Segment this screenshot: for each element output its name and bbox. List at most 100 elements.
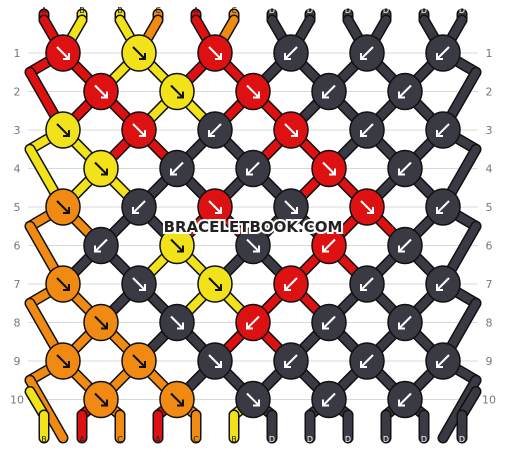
arrow-icon [56,200,70,214]
arrow-head-icon [322,322,329,330]
knot [197,111,233,149]
knot [387,380,423,419]
bottom-string-label: D [421,435,427,444]
top-string-label: A [193,6,199,15]
arrow-head-icon [329,168,336,176]
row-number-left: 1 [14,47,21,60]
arrow-icon [208,354,222,368]
bottom-string-label: C [193,435,199,444]
knot [425,342,461,380]
arrow-head-icon [170,168,177,176]
knot [425,265,461,303]
arrow-head-icon [284,53,291,60]
arrow-head-icon [208,130,215,137]
arrow-head-icon [322,245,329,253]
arrow-icon [208,200,222,214]
row-number-right: 9 [486,355,493,368]
arrow-icon [170,161,184,176]
bottom-string-label: A [79,435,85,444]
arrow-head-icon [398,245,405,253]
arrow-icon [94,84,108,99]
arrow-icon [398,84,412,99]
knot [197,34,233,72]
knot [159,380,195,419]
knot [197,265,233,303]
arrow-head-icon [291,130,298,137]
knot [425,34,461,72]
arrow-head-icon [291,207,298,214]
arrow-icon [132,277,146,291]
arrow-icon [322,392,336,407]
knot [83,72,119,111]
arrow-head-icon [177,322,184,330]
knot [273,265,309,303]
arrow-icon [360,123,374,137]
bottom-string-label: D [383,435,389,444]
knot [83,226,119,265]
arrow-icon [94,238,108,253]
arrow-icon [170,315,184,330]
top-string-label: D [269,6,275,15]
row-number-right: 1 [486,47,493,60]
arrow-icon [208,123,222,137]
arrow-head-icon [253,245,260,253]
arrow-head-icon [284,361,291,368]
bottom-string-label: D [307,435,313,444]
arrow-icon [436,46,450,60]
arrow-icon [322,315,336,330]
knot [235,380,271,419]
knot [349,265,385,303]
arrow-icon [56,123,70,137]
bottom-string-label: B [231,435,237,444]
arrow-icon [56,46,70,60]
arrow-head-icon [63,361,70,368]
knot [387,226,423,265]
arrow-head-icon [246,168,253,176]
knot-grid [45,34,461,419]
arrow-head-icon [215,207,222,214]
arrow-icon [360,277,374,291]
arrow-head-icon [436,361,443,368]
arrow-icon [246,84,260,99]
row-number-left: 9 [14,355,21,368]
arrow-icon [246,161,260,176]
knot [387,72,423,111]
knot [273,111,309,149]
arrow-head-icon [63,53,70,60]
knot [121,188,157,226]
knot [83,380,119,419]
arrow-icon [132,123,146,137]
knot [349,34,385,72]
top-string-label: C [231,6,237,15]
knot [121,34,157,72]
row-number-left: 7 [14,278,21,291]
top-string-label: C [155,6,161,15]
knot [273,34,309,72]
arrow-head-icon [101,399,108,407]
knot [235,226,271,265]
arrow-head-icon [253,399,260,407]
arrow-head-icon [63,130,70,137]
arrow-head-icon [177,91,184,99]
top-string-label: D [459,6,465,15]
arrow-head-icon [139,361,146,368]
knot [311,149,347,188]
row-number-left: 10 [10,394,24,407]
arrow-head-icon [360,130,367,137]
top-string-label: B [79,6,85,15]
row-number-left: 8 [14,317,21,330]
arrow-icon [246,238,260,253]
arrow-head-icon [253,91,260,99]
arrow-head-icon [360,53,367,60]
knot [45,265,81,303]
knot [349,188,385,226]
arrow-icon [170,238,184,253]
arrow-head-icon [436,130,443,137]
top-string-label: D [345,6,351,15]
bottom-string-label: D [459,435,465,444]
arrow-icon [398,161,412,176]
arrow-icon [132,354,146,368]
knot [273,188,309,226]
